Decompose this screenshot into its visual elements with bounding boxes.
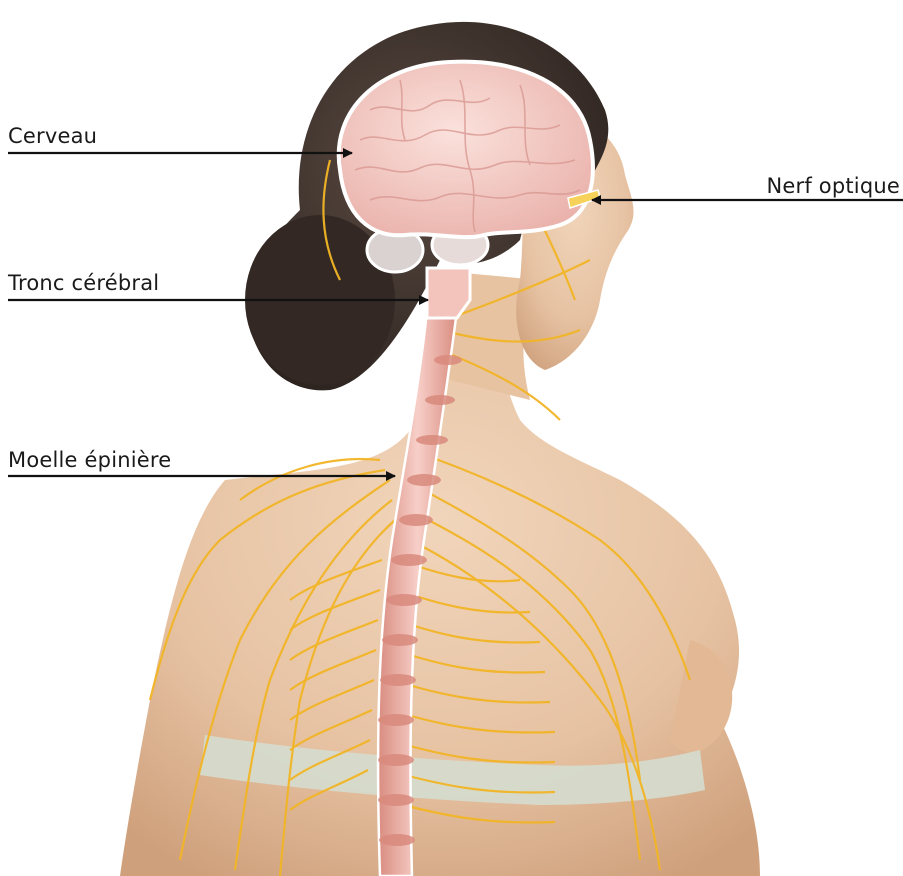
brain (339, 62, 593, 238)
brainstem (427, 268, 470, 318)
label-brainstem: Tronc cérébral (8, 271, 159, 295)
label-spinal-cord: Moelle épinière (8, 448, 171, 472)
label-optic-nerve: Nerf optique (766, 174, 900, 198)
label-brain: Cerveau (8, 124, 97, 148)
